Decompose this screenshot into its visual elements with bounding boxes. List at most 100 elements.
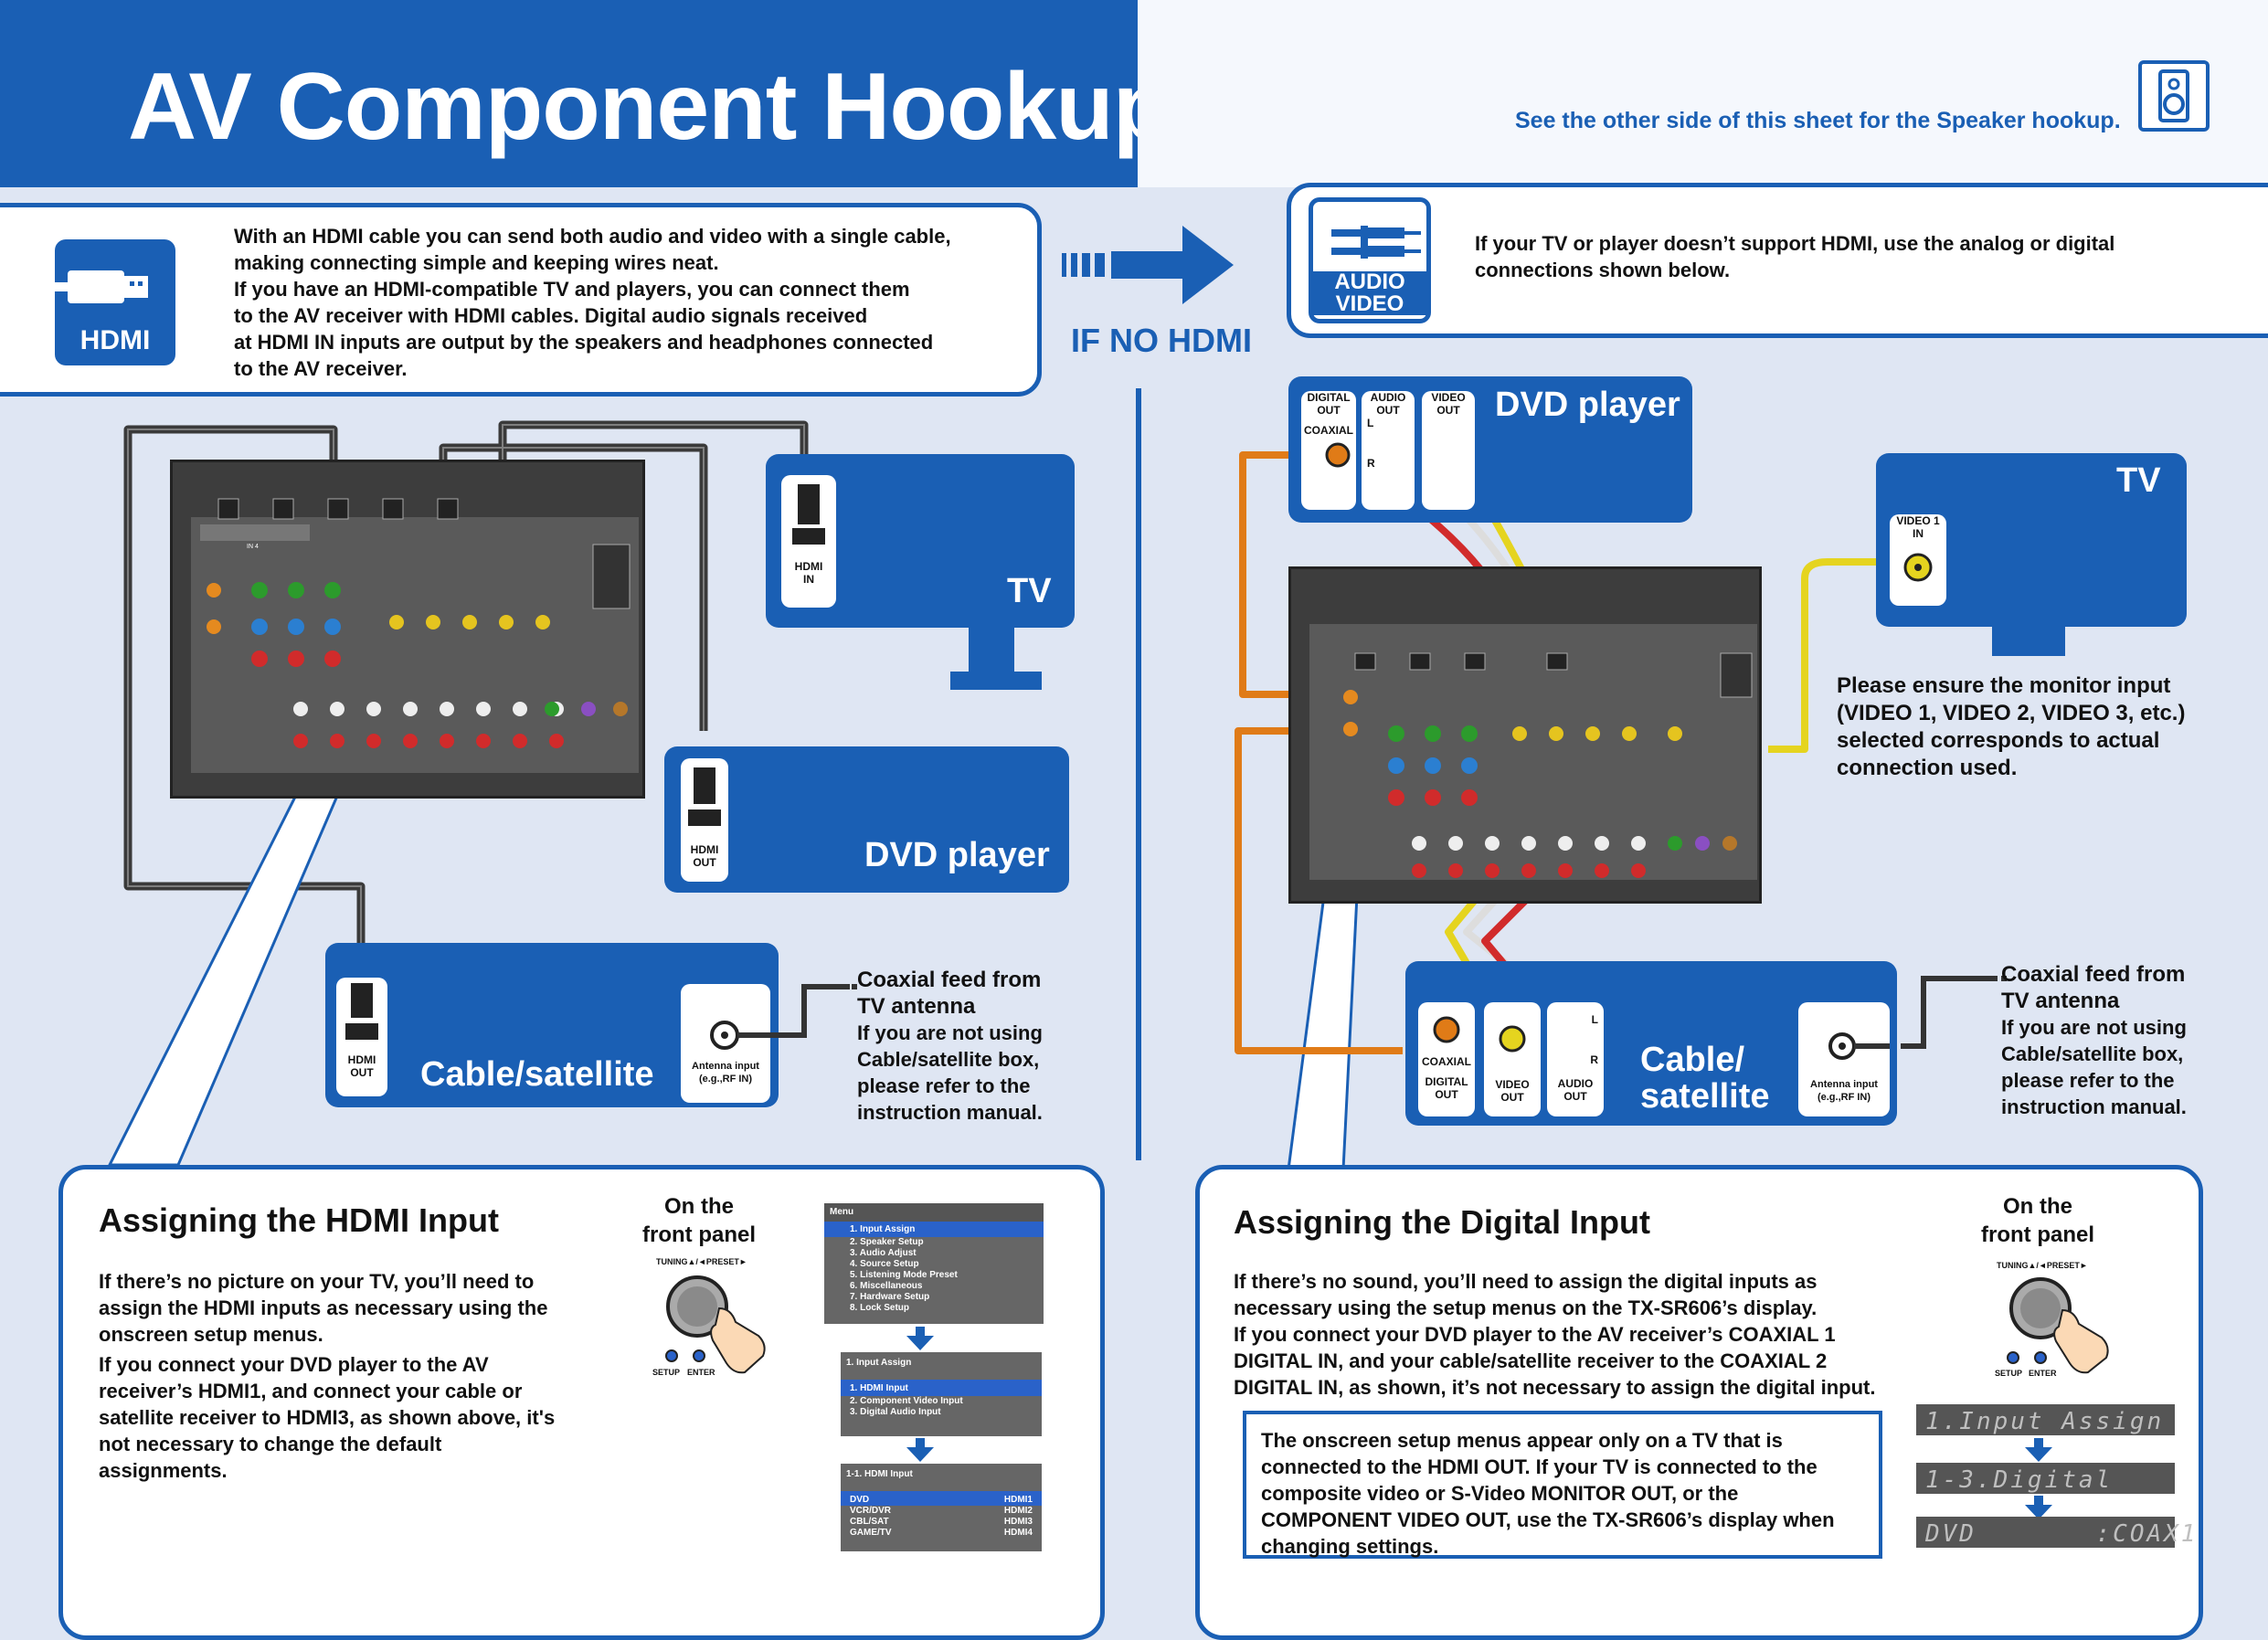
title-band — [0, 0, 1138, 187]
port-label: Antenna input — [692, 1061, 759, 1072]
port-label: COAXIAL — [1422, 1055, 1471, 1068]
port-label-l: L — [1367, 417, 1374, 429]
if-no-hdmi-label: IF NO HDMI — [1071, 322, 1252, 359]
hdmi-assign-heading: Assigning the HDMI Input — [99, 1201, 499, 1239]
port-label: OUT — [693, 856, 716, 869]
onscreen-menu-main: Menu 1. Input Assign 2. Speaker Setup 3.… — [824, 1203, 1044, 1324]
menu-row[interactable]: VCR/DVR HDMI2 — [841, 1506, 1042, 1517]
analog-intro-line: If your TV or player doesn’t support HDM… — [1475, 232, 2115, 255]
digital-assign-text: If there’s no sound, you’ll need to assi… — [1234, 1268, 1910, 1401]
lcd-display-2: 1-3.Digital — [1916, 1463, 2175, 1494]
antenna-cable — [768, 984, 859, 1038]
receiver-label: IN 4 — [247, 544, 259, 550]
cable-video-out-card: VIDEO OUT — [1484, 1002, 1541, 1116]
coax-note-line: Cable/satellite box, — [857, 1048, 1040, 1071]
cable-satellite-label-right: Cable/ satellite — [1640, 1042, 1770, 1115]
cable-label-line: Cable/ — [1640, 1041, 1745, 1079]
port-label: DIGITAL — [1425, 1075, 1468, 1088]
hdmi-icon-label: HDMI — [79, 325, 151, 355]
setup-button-label: SETUP — [652, 1368, 681, 1377]
cable-label-line: satellite — [1640, 1077, 1770, 1116]
header-right-area — [1138, 0, 2268, 187]
down-arrow-icon — [2025, 1438, 2052, 1466]
text-line: satellite receiver to HDMI3, as shown ab… — [99, 1406, 556, 1429]
monitor-note-line: (VIDEO 1, VIDEO 2, VIDEO 3, etc.) — [1837, 701, 2186, 725]
menu-title: 1. Input Assign — [846, 1358, 912, 1368]
dvd-player-label-right: DVD player — [1495, 386, 1680, 424]
coax-note-line: If you are not using — [857, 1021, 1043, 1044]
lcd-display-3: DVD :COAX1 — [1916, 1517, 2195, 1548]
hdmi-intro-text: With an HDMI cable you can send both aud… — [234, 223, 1038, 382]
monitor-note-line: connection used. — [1837, 756, 2018, 780]
menu-row[interactable]: CBL/SAT HDMI3 — [841, 1517, 1042, 1528]
down-arrow-icon — [906, 1327, 934, 1355]
text-line: onscreen setup menus. — [99, 1323, 323, 1346]
menu-row[interactable]: DVD HDMI1 — [841, 1491, 1042, 1506]
menu-item[interactable]: 1. Input Assign — [824, 1222, 1044, 1237]
dvd-player-label: DVD player — [864, 836, 1050, 874]
text-line: If there’s no sound, you’ll need to assi… — [1234, 1270, 1818, 1293]
menu-item[interactable]: 7. Hardware Setup — [850, 1292, 930, 1302]
menu-row-key: CBL/SAT — [850, 1517, 889, 1527]
coax-title-line: TV antenna — [2001, 989, 2120, 1013]
menu-row-key: GAME/TV — [850, 1528, 892, 1538]
port-label: VIDEO — [1431, 391, 1466, 404]
port-label: VIDEO 1 — [1896, 514, 1940, 527]
menu-row[interactable]: GAME/TV HDMI4 — [841, 1528, 1042, 1539]
front-panel-line: front panel — [642, 1222, 756, 1247]
cable-hdmi-out-card: HDMI OUT — [336, 978, 387, 1096]
front-panel-line: On the — [2003, 1194, 2072, 1219]
port-label: IN — [1913, 527, 1924, 540]
monitor-input-note: Please ensure the monitor input (VIDEO 1… — [1837, 672, 2185, 782]
coax-note-line: If you are not using — [2001, 1016, 2187, 1039]
text-line: receiver’s HDMI1, and connect your cable… — [99, 1380, 523, 1402]
analog-intro-text: If your TV or player doesn’t support HDM… — [1475, 230, 2268, 283]
port-label: IN — [803, 573, 814, 586]
port-label: (e.g.,RF IN) — [698, 1074, 753, 1085]
audio-label: AUDIO — [1313, 271, 1426, 293]
digital-assign-box — [1195, 1165, 2203, 1640]
port-label: COAXIAL — [1304, 424, 1353, 437]
menu-item[interactable]: 2. Component Video Input — [850, 1396, 963, 1406]
front-panel-line: front panel — [1981, 1222, 2094, 1247]
menu-item[interactable]: 3. Digital Audio Input — [850, 1407, 941, 1417]
monitor-note-line: Please ensure the monitor input — [1837, 673, 2171, 698]
analog-intro-line: connections shown below. — [1475, 259, 1731, 281]
text-line: DIGITAL IN, as shown, it’s not necessary… — [1234, 1376, 1876, 1399]
menu-item[interactable]: 8. Lock Setup — [850, 1303, 910, 1313]
front-panel-label-right: On the front panel — [1969, 1192, 2106, 1249]
hdmi-intro-line: at HDMI IN inputs are output by the spea… — [234, 331, 934, 354]
port-label: HDMI — [347, 1053, 376, 1066]
cable-digital-out-card: COAXIAL DIGITAL OUT — [1418, 1002, 1475, 1116]
menu-row-value: HDMI4 — [1003, 1528, 1033, 1538]
front-panel-knob-icon[interactable] — [2006, 1275, 2125, 1381]
menu-item[interactable]: 6. Miscellaneous — [850, 1281, 923, 1291]
text-line: assignments. — [99, 1459, 228, 1482]
text-line: If you connect your DVD player to the AV — [99, 1353, 489, 1376]
audio-video-icon: AUDIO VIDEO — [1309, 197, 1431, 323]
monitor-note-line: selected corresponds to actual — [1837, 728, 2160, 753]
text-line: If you connect your DVD player to the AV… — [1234, 1323, 1836, 1346]
notice-line: COMPONENT VIDEO OUT, use the TX-SR606’s … — [1261, 1508, 1835, 1531]
port-label: OUT — [1436, 404, 1460, 417]
receiver-label-row: IN 4 — [247, 544, 259, 550]
notice-line: The onscreen setup menus appear only on … — [1261, 1429, 1783, 1452]
lcd-display-1: 1.Input Assign — [1916, 1404, 2175, 1435]
port-label: DIGITAL — [1307, 391, 1351, 404]
analog-intro-box — [1287, 183, 2268, 338]
port-label: HDMI — [690, 843, 719, 856]
port-label: OUT — [1376, 404, 1400, 417]
text-line: necessary using the setup menus on the T… — [1234, 1296, 1818, 1319]
tv-video1-in-card: VIDEO 1 IN — [1890, 514, 1946, 606]
antenna-input-card-right: Antenna input (e.g.,RF IN) — [1798, 1002, 1890, 1116]
menu-item[interactable]: 4. Source Setup — [850, 1259, 919, 1269]
cable-satellite-label: Cable/satellite — [420, 1055, 654, 1094]
menu-item[interactable]: 3. Audio Adjust — [850, 1248, 917, 1258]
front-panel-knob-icon[interactable] — [662, 1272, 781, 1386]
right-arrow-icon — [1060, 224, 1279, 311]
menu-item[interactable]: 5. Listening Mode Preset — [850, 1270, 958, 1280]
menu-item[interactable]: 2. Speaker Setup — [850, 1237, 924, 1247]
page-title: AV Component Hookup — [128, 54, 1171, 160]
dvd-hdmi-out-card: HDMI OUT — [681, 758, 728, 882]
menu-item[interactable]: 1. HDMI Input — [841, 1380, 1042, 1396]
